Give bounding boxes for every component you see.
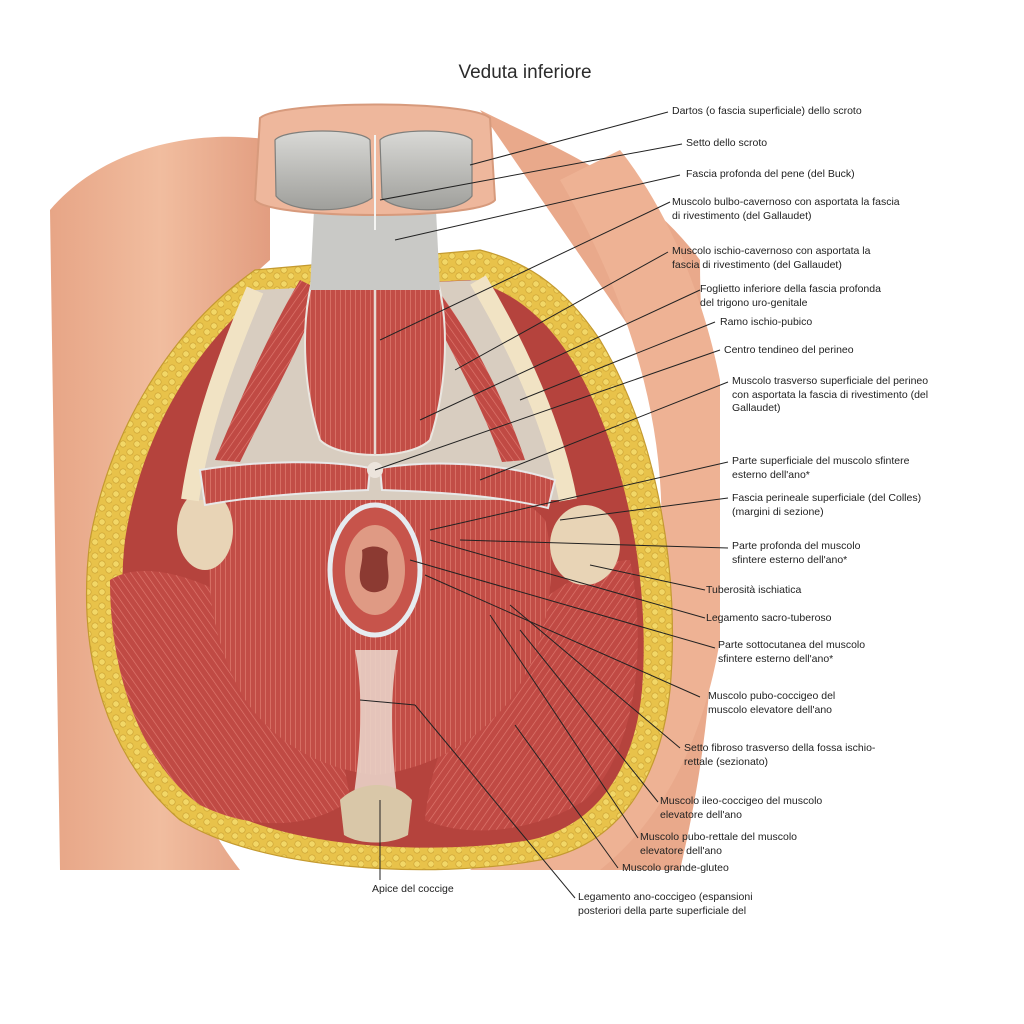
label-line: sfintere esterno dell'ano*: [732, 553, 848, 566]
ischiocavernosus-left: [215, 280, 320, 462]
label-line: Muscolo ischio-cavernoso con asportata l…: [672, 245, 871, 257]
label-apice: Apice del coccige: [372, 883, 454, 897]
label-line: Muscolo bulbo-cavernoso con asportata la…: [672, 196, 900, 208]
label-sacro-tuberoso: Legamento sacro-tuberoso: [706, 612, 832, 626]
diagram-title: Veduta inferiore: [458, 62, 592, 83]
label-line: Gallaudet): [732, 402, 781, 414]
label-setto-fibroso: Setto fibroso trasverso della fossa isch…: [684, 742, 875, 769]
label-colles: Fascia perineale superficiale (del Colle…: [732, 492, 921, 519]
label-tuberosita: Tuberosità ischiatica: [706, 584, 801, 598]
label-line: esterno dell'ano*: [732, 468, 810, 481]
testis-left: [274, 130, 373, 211]
ischial-tuberosity-left: [177, 490, 233, 570]
label-line: Legamento ano-coccigeo (espansioni: [578, 891, 753, 903]
label-line: Parte superficiale del muscolo sfintere: [732, 455, 910, 467]
label-line: Muscolo ileo-coccigeo del muscolo: [660, 795, 823, 807]
label-line: del trigono uro-genitale: [700, 296, 808, 309]
label-centro-tendineo: Centro tendineo del perineo: [724, 344, 854, 358]
label-line: Dartos (o fascia superficiale) dello scr…: [672, 105, 862, 117]
label-line: posteriori della parte superficiale del: [578, 904, 747, 917]
label-line: Fascia profonda del pene (del Buck): [686, 168, 855, 180]
label-line: fascia di rivestimento (del Gallaudet): [672, 258, 842, 271]
leader-lines: [359, 111, 729, 899]
label-trasverso: Muscolo trasverso superficiale del perin…: [732, 375, 928, 416]
label-line: elevatore dell'ano: [640, 844, 722, 857]
label-ischio-cavernoso: Muscolo ischio-cavernoso con asportata l…: [672, 245, 870, 272]
label-line: sfintere esterno dell'ano*: [718, 652, 834, 665]
ischiopubic-ramus-left: [181, 286, 264, 502]
label-dartos: Dartos (o fascia superficiale) dello scr…: [672, 105, 862, 119]
ischiopubic-ramus-right: [470, 275, 577, 502]
label-ramo: Ramo ischio-pubico: [720, 316, 812, 330]
label-line: Tuberosità ischiatica: [706, 584, 802, 596]
label-line: (margini di sezione): [732, 505, 824, 518]
label-line: Centro tendineo del perineo: [724, 344, 854, 356]
ischial-tuberosity-right: [550, 505, 620, 585]
label-line: Parte sottocutanea del muscolo: [718, 639, 866, 651]
coccyx: [340, 785, 412, 843]
label-line: Apice del coccige: [372, 883, 454, 895]
gluteus-left: [110, 571, 350, 824]
label-setto-scroto: Setto dello scroto: [686, 137, 767, 151]
transverse-perineal-right: [378, 462, 557, 510]
anus: [359, 546, 389, 593]
label-line: Fascia perineale superficiale (del Colle…: [732, 492, 922, 504]
label-line: Legamento sacro-tuberoso: [706, 612, 832, 624]
label-line: Foglietto inferiore della fascia profond…: [700, 283, 881, 295]
anococcygeal: [350, 650, 400, 820]
label-line: con asportata la fascia di rivestimento …: [732, 388, 929, 401]
label-line: Parte profonda del muscolo: [732, 540, 861, 552]
label-line: rettale (sezionato): [684, 755, 769, 768]
label-line: Muscolo pubo-coccigeo del: [708, 690, 836, 702]
label-grande-gluteo: Muscolo grande-gluteo: [622, 862, 729, 876]
label-buck: Fascia profonda del pene (del Buck): [686, 168, 855, 182]
label-line: di rivestimento (del Gallaudet): [672, 209, 812, 222]
label-line: Muscolo grande-gluteo: [622, 862, 729, 874]
gluteus-right: [425, 560, 638, 831]
label-line: Ramo ischio-pubico: [720, 316, 813, 328]
transverse-perineal-left: [198, 461, 372, 507]
label-bulbo-cavernoso: Muscolo bulbo-cavernoso con asportata la…: [672, 196, 900, 223]
label-line: Setto dello scroto: [686, 137, 768, 149]
label-line: Muscolo pubo-rettale del muscolo: [640, 831, 797, 843]
testis-right: [379, 130, 473, 211]
label-line: elevatore dell'ano: [660, 808, 742, 821]
label-line: muscolo elevatore dell'ano: [708, 703, 832, 716]
label-foglietto: Foglietto inferiore della fascia profond…: [700, 283, 881, 310]
label-line: Muscolo trasverso superficiale del perin…: [732, 375, 929, 387]
label-line: Setto fibroso trasverso della fossa isch…: [684, 742, 876, 754]
ischiocavernosus-right: [420, 280, 525, 462]
